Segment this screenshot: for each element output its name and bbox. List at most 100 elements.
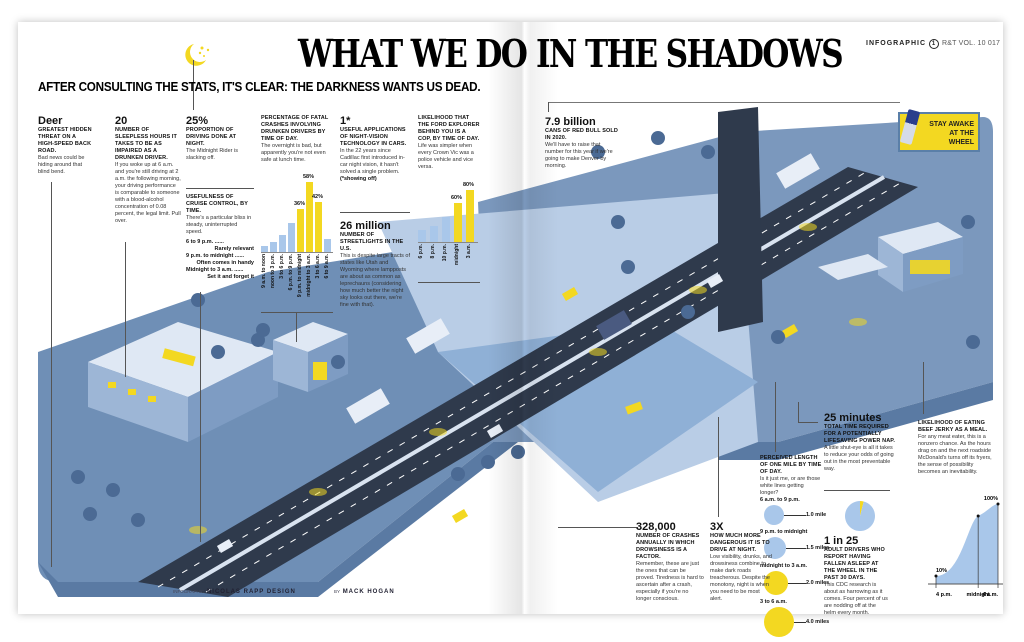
- stat-value: 26 million: [340, 220, 391, 232]
- trees: [71, 131, 980, 527]
- x-tick-label: 3 a.m.: [466, 244, 472, 259]
- stat-beef-jerky: LIKELIHOOD OF EATING BEEF JERKY AS A MEA…: [918, 420, 993, 476]
- credit-designer: NICOLAS RAPP DESIGN: [206, 589, 296, 595]
- stat-text: Remember, these are just the ones that c…: [636, 561, 704, 602]
- area-point: [976, 514, 980, 518]
- chart-leader-line: [296, 312, 297, 342]
- mile-value-label: 1.5 miles: [806, 545, 830, 552]
- stat-value: 25%: [186, 115, 209, 127]
- cruise-row: Midnight to 3 a.m. ......Set it and forg…: [186, 267, 254, 280]
- stat-label: CANS OF RED BULL SOLD IN 2020.: [545, 128, 618, 141]
- bar-value-label: 60%: [451, 195, 463, 201]
- bar-midnight-to-3-a-m-: [306, 182, 313, 252]
- mile-connector: [784, 515, 806, 516]
- area-value-label: 10%: [936, 568, 947, 574]
- stat-text: In the 22 years since Cadillac first int…: [340, 148, 405, 175]
- mile-time-label: 9 p.m. to midnight: [760, 529, 808, 535]
- divider: [261, 312, 333, 313]
- streetlight-glows: [189, 223, 867, 534]
- taxi-3: [451, 509, 469, 523]
- cruise-time: 9 p.m. to midnight: [186, 253, 234, 259]
- chart-cop-header: LIKELIHOOD THAT THE FORD EXPLORER BEHIND…: [418, 115, 480, 171]
- chart-subtitle: Life was simpler when every Crown Vic wa…: [418, 143, 474, 170]
- magazine-spread: WHAT WE DO IN THE SHADOWS AFTER CONSULTI…: [18, 22, 1003, 638]
- stat-label: PERCEIVED LENGTH OF ONE MILE BY TIME OF …: [760, 455, 822, 475]
- cruise-value: Often comes in handy: [196, 260, 254, 266]
- stat-value: 1*: [340, 115, 351, 127]
- divider: [340, 212, 410, 213]
- stat-text: Is it just me, or are those white lines …: [760, 476, 821, 496]
- highway-lane-marks-2: [205, 181, 903, 593]
- mile-time-label: 6 a.m. to 9 p.m.: [760, 497, 800, 503]
- area-value-label: 100%: [984, 496, 998, 502]
- chart-title: LIKELIHOOD THAT THE FORD EXPLORER BEHIND…: [418, 115, 480, 142]
- jerky-leader-line: [923, 362, 924, 414]
- stay-awake-billboard: STAY AWAKE AT THE WHEEL: [898, 109, 980, 152]
- issue-number: R&T VOL. 10 017: [942, 40, 1001, 47]
- stat-label: HOW MUCH MORE DANGEROUS IT IS TO DRIVE A…: [710, 533, 770, 553]
- x-tick-label: 3 to 6 a.m.: [315, 254, 321, 279]
- stat-text: For any meat eater, this is a nonzero ch…: [918, 434, 992, 475]
- divider: [186, 188, 254, 189]
- stat-label: LIKELIHOOD OF EATING BEEF JERKY AS A MEA…: [918, 420, 988, 433]
- section-number: 1: [929, 39, 939, 49]
- cruise-row: 6 to 9 p.m. ......Rarely relevant: [186, 239, 254, 252]
- divider: [418, 282, 480, 283]
- stat-streetlights: 26 million NUMBER OF STREETLIGHTS IN THE…: [340, 220, 412, 309]
- cruise-leader-line: [200, 292, 201, 542]
- stat-text: This CDC research is about as harrowing …: [824, 582, 888, 616]
- nap-leader-tick: [798, 422, 818, 423]
- stat-night-driving: 25% PROPORTION OF DRIVING DONE AT NIGHT.…: [186, 115, 254, 162]
- redbull-leader-tick: [548, 102, 549, 112]
- mile-bubble: [764, 607, 794, 638]
- chart-drunken-drivers-header: PERCENTAGE OF FATAL CRASHES INVOLVING DR…: [261, 115, 333, 164]
- bar-3-a-m-: [466, 190, 474, 242]
- stat-asleep-at-wheel: 1 in 25 ADULT DRIVERS WHO REPORT HAVING …: [824, 535, 889, 617]
- stat-value: 20: [115, 115, 128, 127]
- x-tick-label: midnight: [454, 244, 460, 266]
- stat-value: 328,000: [636, 521, 676, 533]
- pie-chart-asleep: [845, 501, 875, 531]
- redbull-leader-line: [548, 102, 900, 103]
- stat-value: 1 in 25: [824, 535, 859, 547]
- danger-leader-line: [718, 417, 719, 517]
- section-label: INFOGRAPHIC: [866, 40, 926, 47]
- stat-deer: Deer GREATEST HIDDEN THREAT ON A HIGH-SP…: [38, 115, 93, 176]
- stat-label: USEFULNESS OF CRUISE CONTROL, BY TIME.: [186, 194, 248, 214]
- credit-prefix: BY: [334, 589, 341, 594]
- car-2: [486, 424, 504, 438]
- truck-3: [776, 153, 820, 189]
- energy-drink-can-icon: [899, 109, 921, 145]
- x-tick-label: 3 to 6 p.m.: [279, 254, 285, 279]
- mile-bubble: [764, 571, 789, 596]
- stat-label: GREATEST HIDDEN THREAT ON A HIGH-SPEED B…: [38, 127, 92, 154]
- mile-value-label: 1.0 mile: [806, 512, 827, 518]
- stat-text: This is despite large tracts of states l…: [340, 253, 411, 308]
- bar-6-to-9-a-m-: [324, 238, 331, 252]
- stat-label: TOTAL TIME REQUIRED FOR A POTENTIALLY LI…: [824, 424, 895, 444]
- right-ground-edge: [718, 382, 993, 460]
- stat-power-nap: 25 minutes TOTAL TIME REQUIRED FOR A POT…: [824, 412, 896, 473]
- stat-text: The Midnight Rider is slacking off.: [186, 148, 238, 161]
- stat-label: USEFUL APPLICATIONS OF NIGHT-VISION TECH…: [340, 127, 407, 147]
- car-1: [216, 539, 234, 553]
- credit-author: BY MACK HOGAN: [334, 589, 395, 595]
- mile-connector: [788, 583, 806, 585]
- stat-night-danger: 3X HOW MUCH MORE DANGEROUS IT IS TO DRIV…: [710, 521, 772, 603]
- mile-bubble: [764, 537, 787, 560]
- bar-plot-area: 60%80%: [418, 182, 478, 243]
- truck-1: [406, 318, 450, 354]
- bar-9-a-m-to-noon: [261, 246, 268, 252]
- mile-bubble-chart: 6 a.m. to 9 p.m. 1.0 mile 9 p.m. to midnig…: [760, 497, 830, 638]
- stat-perceived-mile: PERCEIVED LENGTH OF ONE MILE BY TIME OF …: [760, 455, 822, 497]
- highway-divider: [178, 175, 886, 592]
- bar-value-label: 36%: [294, 200, 306, 207]
- area-fill: [936, 504, 998, 584]
- bar-6-p-m-: [418, 230, 426, 242]
- deer-leader-line: [51, 182, 52, 567]
- bar-8-p-m-: [430, 225, 438, 242]
- stat-text: There's a particular bliss in steady, un…: [186, 215, 252, 235]
- x-tick-label: 8 p.m.: [430, 244, 436, 259]
